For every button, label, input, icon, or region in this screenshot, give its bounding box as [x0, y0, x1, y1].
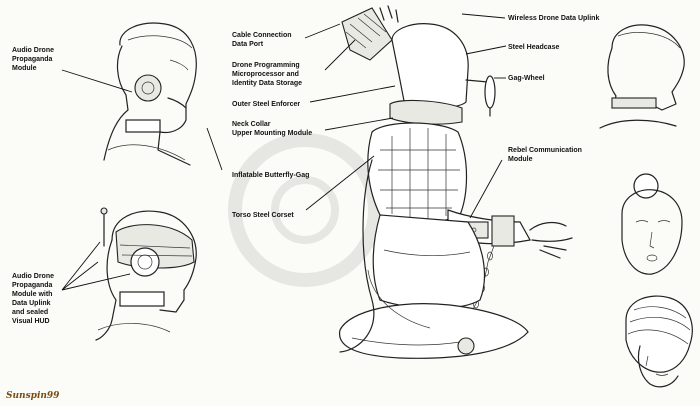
- label-audio-drone-module-hud: Audio Drone Propaganda Module with Data …: [12, 273, 54, 325]
- background-emblem: [228, 133, 382, 287]
- label-wireless-uplink: Wireless Drone Data Uplink: [508, 15, 600, 22]
- head-sketch-braided: [625, 295, 693, 388]
- label-audio-drone-module: Audio Drone Propaganda Module: [12, 47, 54, 72]
- label-butterfly-gag: Inflatable Butterfly-Gag: [232, 172, 310, 179]
- label-gag-wheel: Gag-Wheel: [508, 75, 545, 82]
- label-steel-headcase: Steel Headcase: [508, 44, 560, 51]
- label-drone-programming: Drone Programming Microprocessor and Ide…: [232, 62, 303, 87]
- head-sketch-audio-module: [103, 22, 197, 166]
- head-sketch-front-face: [621, 173, 683, 275]
- label-neck-collar: Neck Collar Upper Mounting Module: [232, 121, 313, 137]
- label-rebel-communication-module: Rebel Communication Module: [508, 147, 582, 163]
- central-figure-sketch: [339, 5, 573, 359]
- label-cable-connection-port: Cable Connection Data Port: [232, 32, 292, 48]
- label-torso-corset: Torso Steel Corset: [232, 212, 294, 219]
- leader-lines: [61, 13, 507, 291]
- head-sketch-hud-module: [95, 207, 197, 341]
- head-sketch-profile: [599, 24, 685, 129]
- artist-signature: Sunspin99: [6, 391, 60, 401]
- label-outer-steel-enforcer: Outer Steel Enforcer: [232, 101, 301, 108]
